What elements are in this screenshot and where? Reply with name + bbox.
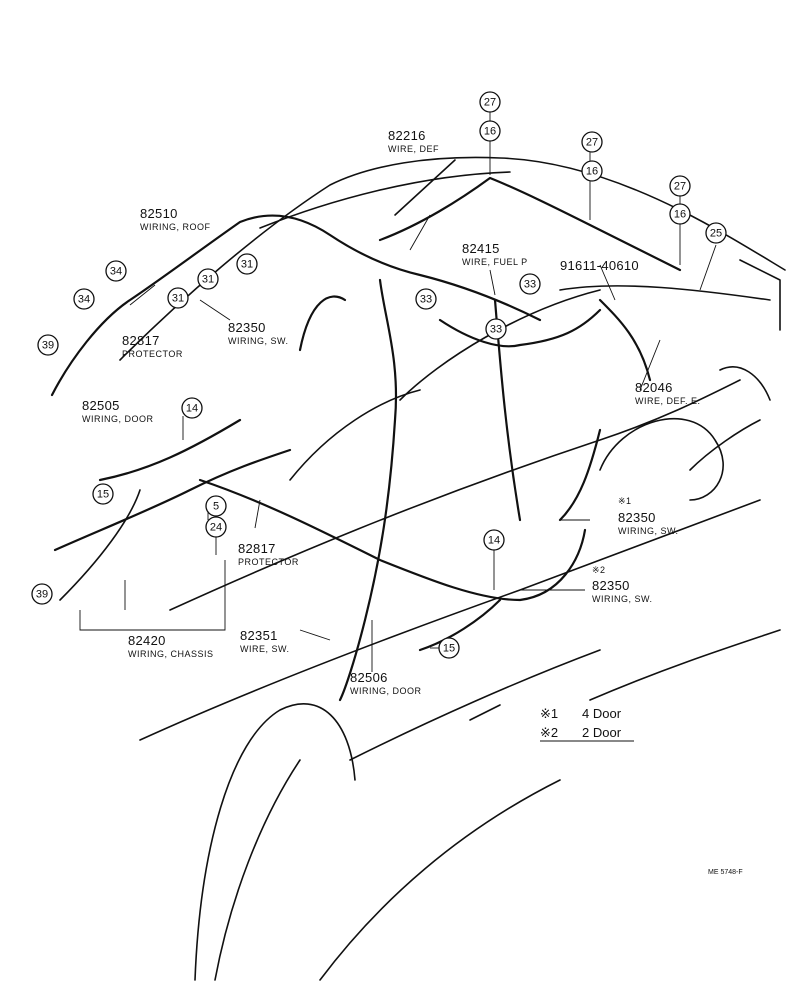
callout-24: 24	[205, 516, 227, 538]
callout-number: 5	[213, 501, 219, 513]
part-82351-desc: WIRE, SW.	[240, 644, 290, 654]
part-82817b-number: 82817	[238, 541, 276, 556]
part-labels: 82216 WIRE, DEF 82510 WIRING, ROOF 82415…	[82, 128, 701, 696]
legend-text-2: 2 Door	[582, 725, 622, 740]
part-82420-desc: WIRING, CHASSIS	[128, 649, 214, 659]
callout-33: 33	[519, 273, 541, 295]
part-82350a-desc: WIRING, SW.	[228, 336, 289, 346]
callout-34: 34	[105, 260, 127, 282]
part-82505-desc: WIRING, DOOR	[82, 414, 154, 424]
callout-number: 16	[674, 209, 686, 221]
part-82415-desc: WIRE, FUEL P	[462, 257, 528, 267]
callout-31: 31	[197, 268, 219, 290]
legend-mark-2: ※2	[540, 725, 558, 740]
callout-39: 39	[31, 583, 53, 605]
callout-16: 16	[669, 203, 691, 225]
callout-number: 34	[78, 294, 90, 306]
part-82350b-desc: WIRING, SW.	[618, 526, 679, 536]
part-82350b-mark: ※1	[618, 496, 632, 506]
part-82350c-mark: ※2	[592, 565, 606, 575]
callout-number: 33	[420, 294, 432, 306]
legend-text-1: 4 Door	[582, 706, 622, 721]
callout-5: 5	[205, 495, 227, 517]
callout-39: 39	[37, 334, 59, 356]
callout-25: 25	[705, 222, 727, 244]
part-82216-desc: WIRE, DEF	[388, 144, 439, 154]
part-82350c-number: 82350	[592, 578, 630, 593]
part-82350c-desc: WIRING, SW.	[592, 594, 653, 604]
part-91611-number: 91611-40610	[560, 258, 639, 273]
callout-number: 39	[42, 340, 54, 352]
leader-lines	[79, 110, 717, 672]
legend-mark-1: ※1	[540, 706, 558, 721]
callout-27: 27	[581, 131, 603, 153]
drawing-code: ME 5748-F	[708, 869, 743, 876]
callout-15: 15	[438, 637, 460, 659]
wiring-harnesses	[50, 176, 682, 702]
callout-number: 24	[210, 522, 222, 534]
callout-number: 31	[202, 274, 214, 286]
part-82817a-desc: PROTECTOR	[122, 349, 183, 359]
callout-number: 27	[586, 137, 598, 149]
callout-31: 31	[236, 253, 258, 275]
car-body-outline	[59, 156, 786, 981]
callout-16: 16	[581, 160, 603, 182]
callout-number: 27	[484, 97, 496, 109]
callout-number: 15	[443, 643, 455, 655]
callout-number: 31	[172, 293, 184, 305]
callout-number: 33	[524, 279, 536, 291]
callout-number: 34	[110, 266, 122, 278]
part-82510-number: 82510	[140, 206, 178, 221]
part-82510-desc: WIRING, ROOF	[140, 222, 211, 232]
callout-15: 15	[92, 483, 114, 505]
callout-14: 14	[483, 529, 505, 551]
callout-number: 39	[36, 589, 48, 601]
part-82506-desc: WIRING, DOOR	[350, 686, 422, 696]
legend: ※1 4 Door ※2 2 Door	[540, 706, 634, 742]
callout-number: 31	[241, 259, 253, 271]
callout-number: 16	[484, 126, 496, 138]
callout-34: 34	[73, 288, 95, 310]
part-82350a-number: 82350	[228, 320, 266, 335]
callout-14: 14	[181, 397, 203, 419]
part-82046-number: 82046	[635, 380, 673, 395]
part-82046-desc: WIRE, DEF. E.	[635, 396, 701, 406]
callout-layer: 27 16 27 16 27 16 25 34 34 39 31 31 31 33 33 33 14 15 5 24 3…	[31, 91, 727, 659]
callout-33: 33	[485, 318, 507, 340]
callout-number: 27	[674, 181, 686, 193]
part-82817b-desc: PROTECTOR	[238, 557, 299, 567]
callout-31: 31	[167, 287, 189, 309]
part-82505-number: 82505	[82, 398, 120, 413]
part-82216-number: 82216	[388, 128, 426, 143]
part-82351-number: 82351	[240, 628, 278, 643]
callout-number: 15	[97, 489, 109, 501]
callout-number: 14	[186, 403, 198, 415]
callout-16: 16	[479, 120, 501, 142]
callout-27: 27	[479, 91, 501, 113]
callout-number: 16	[586, 166, 598, 178]
callout-27: 27	[669, 175, 691, 197]
part-82350b-number: 82350	[618, 510, 656, 525]
part-82415-number: 82415	[462, 241, 500, 256]
callout-number: 14	[488, 535, 500, 547]
callout-number: 25	[710, 228, 722, 240]
part-82506-number: 82506	[350, 670, 388, 685]
callout-33: 33	[415, 288, 437, 310]
callout-number: 33	[490, 324, 502, 336]
part-82420-number: 82420	[128, 633, 166, 648]
part-82817a-number: 82817	[122, 333, 160, 348]
